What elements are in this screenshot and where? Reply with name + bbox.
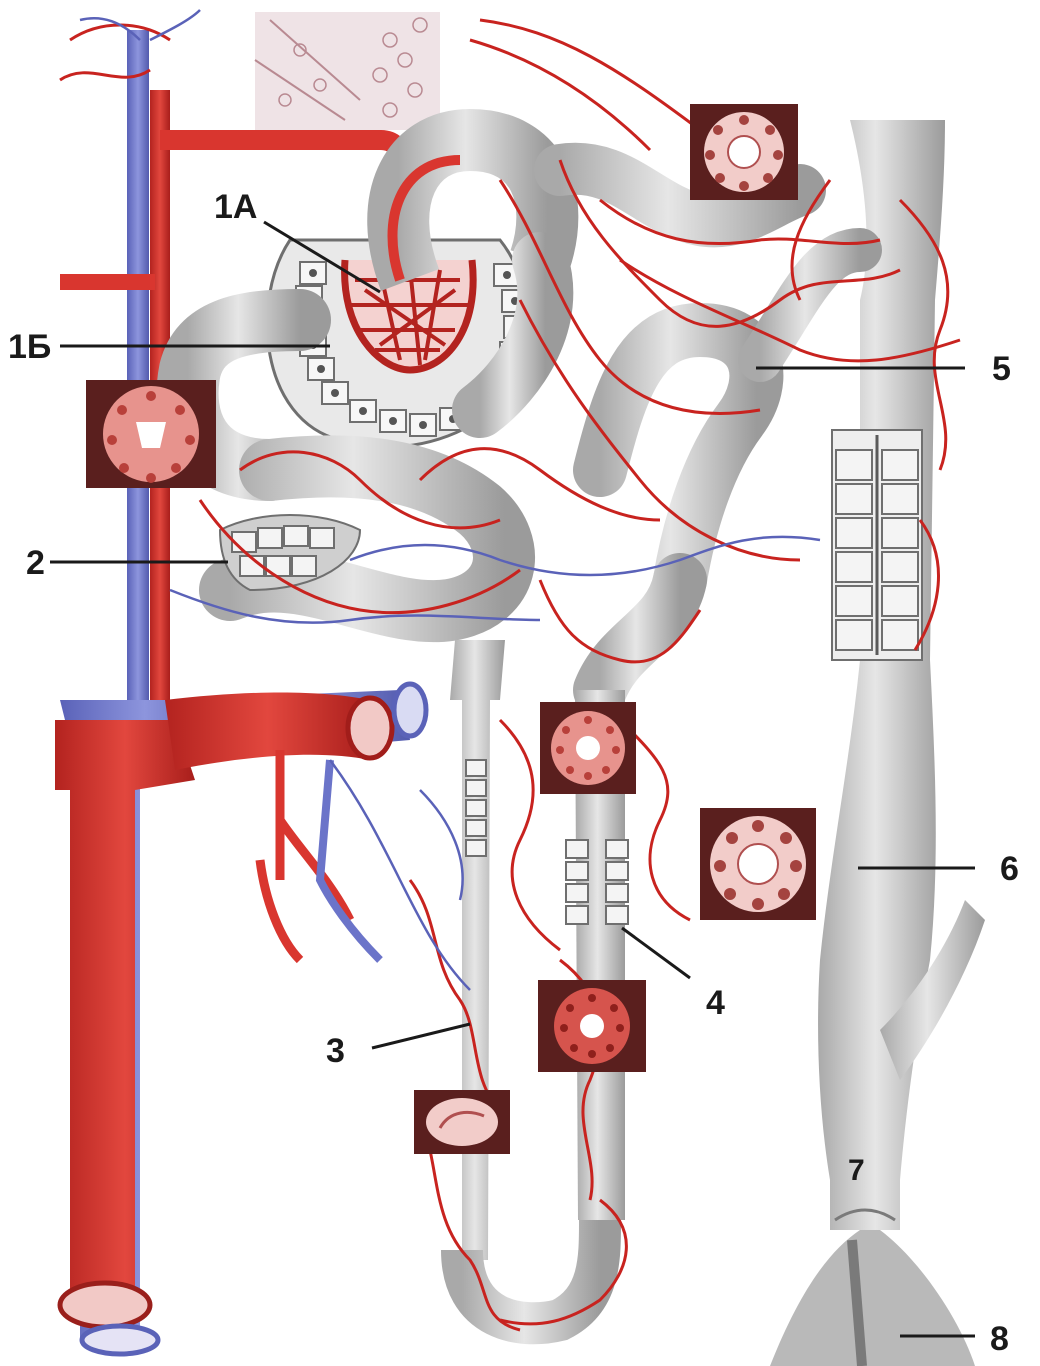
label-3: 3 xyxy=(326,1032,345,1070)
label-8: 8 xyxy=(990,1320,1009,1358)
label-7: 7 xyxy=(848,1154,865,1187)
interlobular-vein xyxy=(127,30,149,710)
distal-convoluted-tubule xyxy=(600,250,860,690)
collecting-duct-epithelium xyxy=(832,430,922,660)
label-6: 6 xyxy=(1000,850,1019,888)
label-1a: 1A xyxy=(214,188,257,226)
label-5: 5 xyxy=(992,350,1011,388)
top-histology-patch xyxy=(255,12,440,130)
cross-section-inset-thin-limb xyxy=(414,1090,510,1154)
cross-section-inset-henle-lower xyxy=(538,980,646,1072)
leader-4 xyxy=(622,928,690,978)
cross-section-inset-henle-upper xyxy=(540,702,636,794)
cross-section-inset-top xyxy=(690,104,798,200)
label-2: 2 xyxy=(26,544,45,582)
leader-3 xyxy=(372,1024,470,1048)
label-1b: 1Б xyxy=(8,328,51,366)
cross-section-inset-proximal xyxy=(86,380,216,488)
cross-section-inset-collecting xyxy=(700,808,816,920)
arcuate-artery xyxy=(55,720,195,1300)
label-4: 4 xyxy=(706,984,725,1022)
